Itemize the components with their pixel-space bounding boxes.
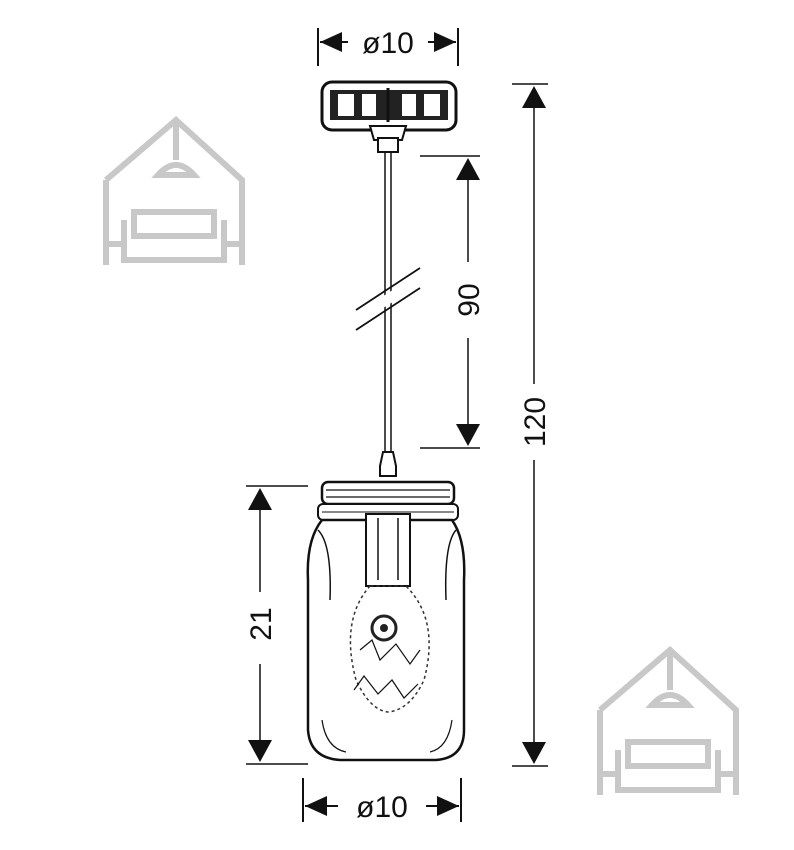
triangle-arrow-icon <box>320 32 342 52</box>
top-diameter-label: ø10 <box>362 27 414 60</box>
triangle-arrow-icon <box>434 32 456 52</box>
triangle-arrow-icon <box>248 488 272 510</box>
triangle-arrow-icon <box>248 740 272 762</box>
triangle-arrow-icon <box>437 796 459 816</box>
total-height-dimension: 120 <box>512 83 552 767</box>
suspension-cable <box>355 152 421 452</box>
cable-length-dimension: 90 <box>420 155 486 449</box>
bottom-diameter-dimension: ø10 <box>302 778 462 824</box>
triangle-arrow-icon <box>456 424 480 446</box>
triangle-arrow-icon <box>522 86 546 108</box>
bottom-diameter-label: ø10 <box>356 791 408 824</box>
house-sofa-logo-icon <box>103 115 245 265</box>
cable-length-label: 90 <box>453 283 486 316</box>
house-sofa-logo-icon <box>597 645 739 795</box>
triangle-arrow-icon <box>305 796 327 816</box>
jar-lamp-shade <box>306 451 466 762</box>
triangle-arrow-icon <box>522 742 546 764</box>
shade-height-dimension: 21 <box>245 485 308 765</box>
ceiling-canopy <box>320 80 458 153</box>
total-height-label: 120 <box>519 397 552 447</box>
shade-height-label: 21 <box>245 607 278 640</box>
top-diameter-dimension: ø10 <box>317 27 459 66</box>
triangle-arrow-icon <box>456 158 480 180</box>
